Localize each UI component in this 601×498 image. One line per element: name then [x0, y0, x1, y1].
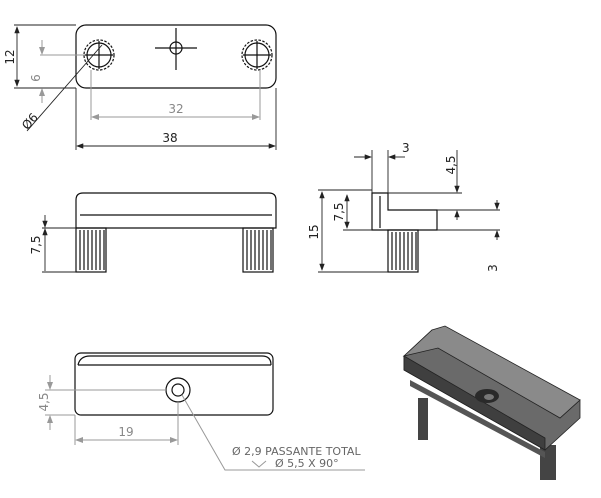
dim-hole-offset-y: 4,5: [37, 392, 51, 411]
knurled-pin-right: [241, 39, 273, 71]
knurled-pin-left: [83, 39, 115, 71]
dim-total-height: 15: [307, 224, 321, 239]
dim-hole-spacing: 32: [168, 102, 183, 116]
dim-leg-height: 7,5: [29, 235, 43, 254]
side-view: 3 4,5 3 15 7,5: [307, 141, 500, 273]
isometric-view: [402, 325, 581, 480]
center-hole: [155, 28, 197, 70]
dim-pin-diameter: Ø6: [19, 110, 41, 132]
dim-height: 12: [3, 49, 17, 64]
dim-hole-offset-x: 19: [118, 425, 133, 439]
dim-length: 38: [162, 131, 177, 145]
front-view: 7,5: [29, 192, 277, 273]
dim-half-height: 6: [29, 74, 43, 82]
leg-left: [75, 227, 107, 273]
dim-body-height: 7,5: [332, 202, 346, 221]
dim-lip-height: 4,5: [444, 155, 458, 174]
hole-note-countersink: Ø 5,5 X 90°: [275, 457, 339, 470]
leg-right: [242, 227, 274, 273]
top-view: 12 6 Ø6 32 38: [3, 24, 277, 150]
dim-lip-width: 3: [402, 141, 410, 155]
hole-note-through: Ø 2,9 PASSANTE TOTAL: [232, 445, 361, 458]
bottom-view: 4,5 19 Ø 2,9 PASSANTE TOTAL Ø 5,5 X 90°: [37, 352, 365, 471]
dim-base-thickness: 3: [486, 264, 500, 272]
